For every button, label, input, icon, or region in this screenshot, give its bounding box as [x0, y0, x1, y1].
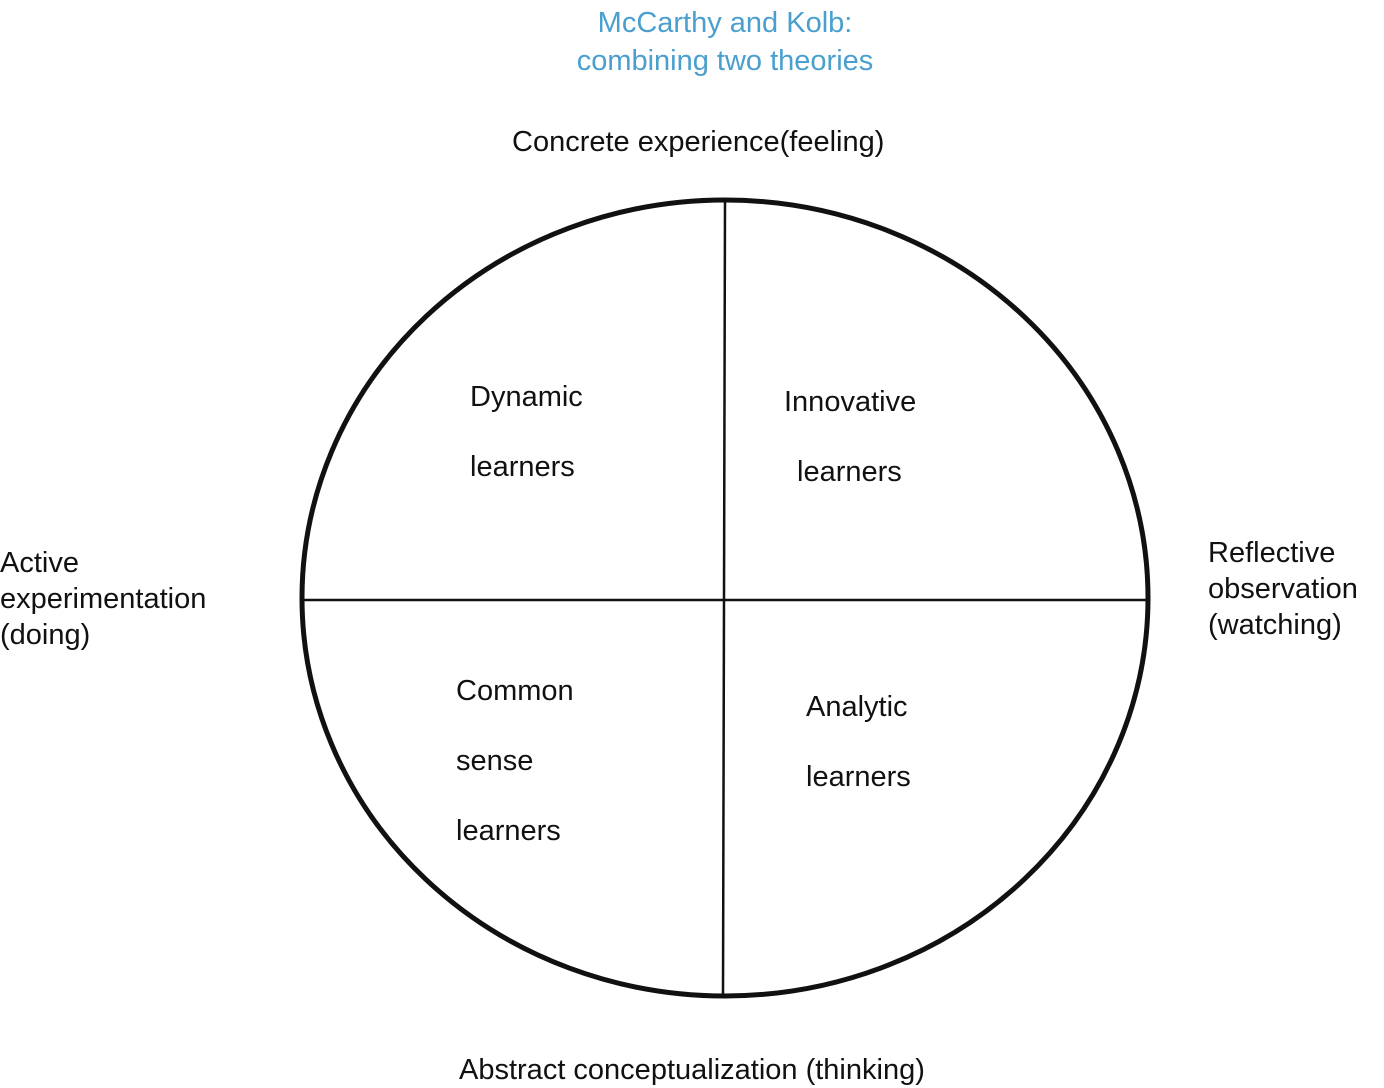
axis-label-left: Active experimentation (doing) — [0, 545, 206, 653]
quadrant-label-line: Analytic — [806, 691, 908, 723]
title-line-1: McCarthy and Kolb: — [597, 7, 853, 39]
quadrant-label-line: learners — [806, 761, 911, 793]
axis-label-bottom: Abstract conceptualization (thinking) — [459, 1054, 925, 1086]
axis-label-right-line-2: observation — [1208, 573, 1358, 605]
quadrant-label-line: learners — [797, 456, 902, 488]
quadrant-label-line: sense — [456, 745, 534, 777]
quadrant-innovative-learners: Innovative learners — [784, 367, 916, 507]
quadrant-label-line: Common — [456, 675, 574, 707]
diagram-title: McCarthy and Kolb: combining two theorie… — [0, 4, 1384, 80]
axis-label-left-line-1: Active — [0, 547, 79, 579]
quadrant-label-line: learners — [470, 451, 575, 483]
axis-label-right-line-3: (watching) — [1208, 609, 1342, 641]
axis-label-left-line-3: (doing) — [0, 619, 91, 651]
quadrant-dynamic-learners: Dynamic learners — [470, 362, 583, 502]
quadrant-label-line: Innovative — [784, 386, 917, 418]
axis-label-right: Reflective observation (watching) — [1208, 535, 1358, 643]
axis-label-right-line-1: Reflective — [1208, 537, 1336, 569]
axis-label-left-line-2: experimentation — [0, 583, 207, 615]
quadrant-label-line: learners — [456, 815, 561, 847]
axis-label-top: Concrete experience(feeling) — [512, 126, 885, 158]
quadrant-common-sense-learners: Common sense learners — [456, 656, 574, 866]
vertical-divider — [721, 199, 727, 997]
quadrant-label-line: Dynamic — [470, 381, 583, 413]
quadrant-analytic-learners: Analytic learners — [806, 672, 911, 812]
title-line-2: combining two theories — [576, 45, 874, 77]
